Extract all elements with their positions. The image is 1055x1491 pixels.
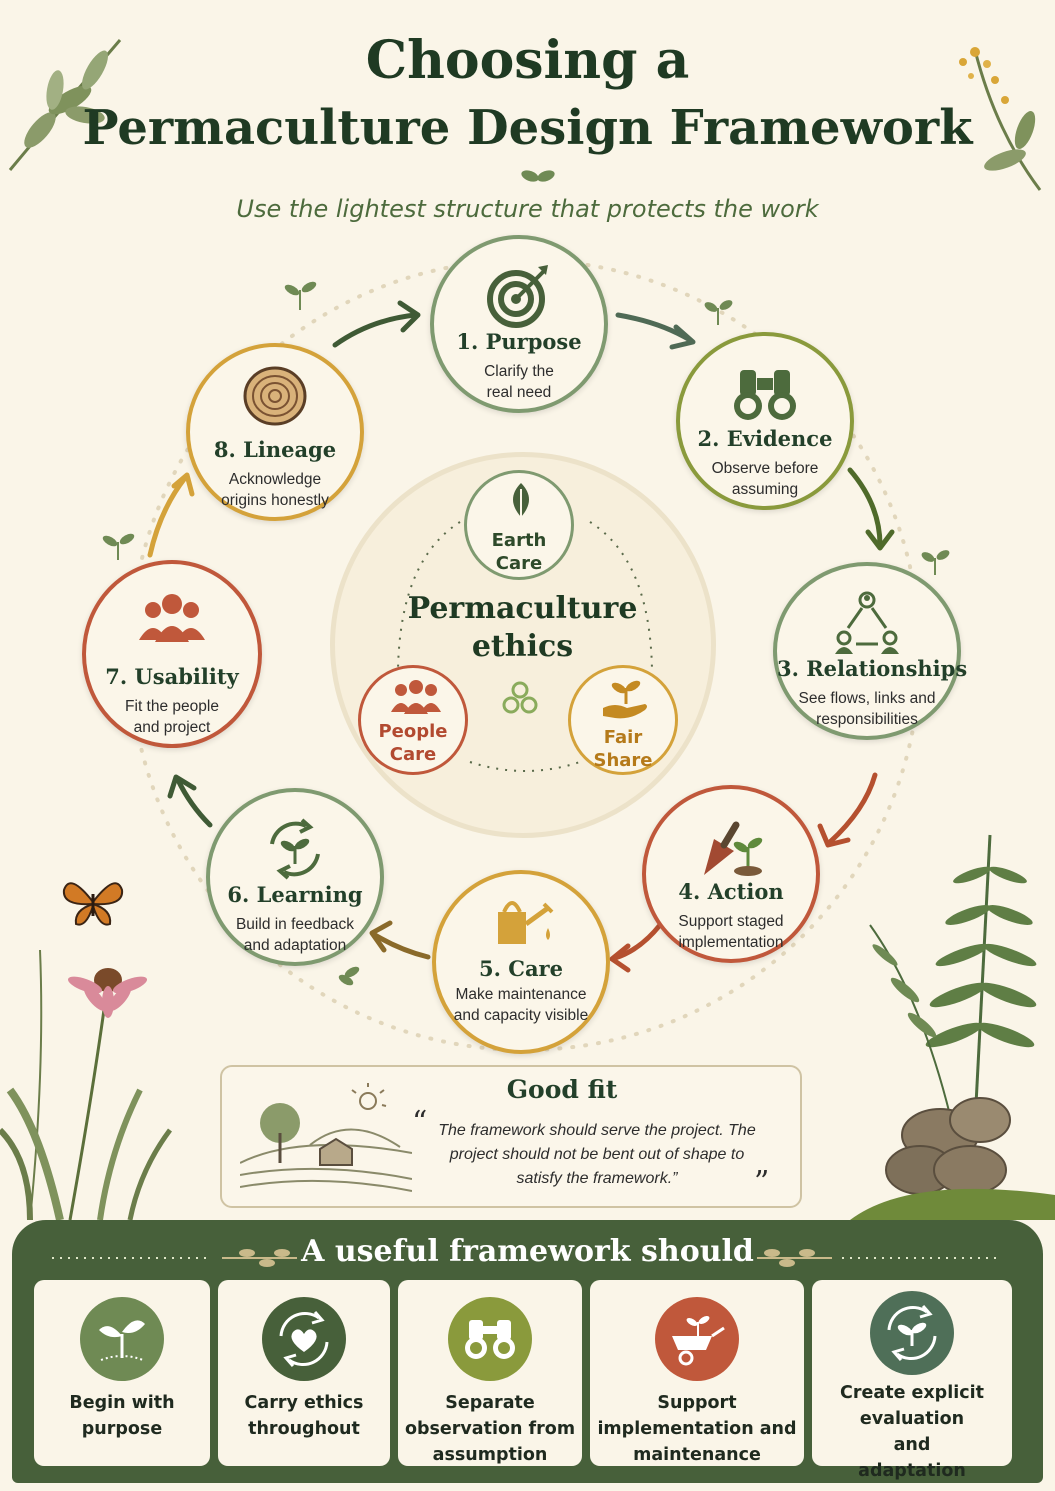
stage-evidence-desc: Observe before assuming <box>711 460 819 498</box>
title-line-2: Permaculture Design Framework <box>82 100 973 156</box>
close-quote-icon: ” <box>754 1165 770 1200</box>
people-icon <box>391 680 441 714</box>
ethic-people-line2: Care <box>389 744 437 765</box>
stage-lineage: 8. Lineage Acknowledge origins honestly <box>186 343 364 521</box>
cycle-sprout-icon <box>870 1291 954 1375</box>
stage-evidence: 2. Evidence Observe before assuming <box>676 332 854 510</box>
card-separate-observation: Separate observation from assumption <box>398 1280 582 1466</box>
ethic-earth-line2: Care <box>495 553 543 574</box>
triskele-icon <box>502 681 538 714</box>
stage-lineage-desc: Acknowledge origins honestly <box>221 471 329 509</box>
tree-rings-icon <box>243 366 307 426</box>
target-icon <box>487 265 548 328</box>
wildflowers-left-icon <box>0 949 173 1220</box>
leaf-branch-top-left-icon <box>8 39 122 171</box>
stage-relationships: 3. Relationships See flows, links and re… <box>773 562 968 740</box>
card-carry-ethics-label: Carry ethics throughout <box>244 1393 364 1439</box>
seedling-icon <box>80 1297 164 1381</box>
good-fit-box: Good fit “ The framework should serve th… <box>220 1065 802 1208</box>
stage-purpose-name: 1. Purpose <box>456 329 582 354</box>
card-create-evaluation-label: Create explicit evaluation and adaptatio… <box>840 1383 984 1481</box>
hand-sprout-icon <box>603 680 647 719</box>
heart-cycle-icon <box>262 1297 346 1381</box>
stage-care-name: 5. Care <box>479 956 563 981</box>
stage-purpose: 1. Purpose Clarify the real need <box>430 235 608 413</box>
leaf-icon <box>513 483 529 521</box>
ethic-people-line1: People <box>378 721 448 742</box>
stage-usability: 7. Usability Fit the people and project <box>82 560 262 748</box>
card-begin-with-purpose: Begin with purpose <box>34 1280 210 1466</box>
card-carry-ethics: Carry ethics throughout <box>218 1280 390 1466</box>
good-fit-title: Good fit <box>506 1075 618 1104</box>
cycle-sprout-icon <box>270 818 320 880</box>
people-icon <box>139 594 205 642</box>
network-icon <box>835 591 899 654</box>
ethics-title: Permaculture ethics <box>407 591 638 664</box>
farm-landscape-icon <box>240 1083 412 1192</box>
wheelbarrow-icon <box>655 1297 739 1381</box>
stage-action-desc: Support staged implementation <box>678 913 784 951</box>
ethic-fair-line1: Fair <box>603 727 643 748</box>
stage-evidence-name: 2. Evidence <box>697 426 833 451</box>
stage-action-name: 4. Action <box>678 879 784 904</box>
trowel-icon <box>704 821 763 876</box>
useful-framework-title: A useful framework should <box>301 1234 754 1269</box>
stage-learning-desc: Build in feedback and adaptation <box>235 916 355 954</box>
binoculars-icon <box>734 370 796 420</box>
stage-relationships-name: 3. Relationships <box>777 656 968 681</box>
ethic-fair-line2: Share <box>593 750 653 771</box>
fern-and-rocks-right-icon <box>850 834 1055 1220</box>
card-support-implementation: Support implementation and maintenance <box>590 1280 804 1466</box>
subtitle: Use the lightest structure that protects… <box>236 195 819 223</box>
stage-usability-desc: Fit the people and project <box>125 698 219 736</box>
stage-lineage-name: 8. Lineage <box>213 437 337 462</box>
binoculars-icon <box>448 1297 532 1381</box>
card-create-evaluation: Create explicit evaluation and adaptatio… <box>812 1280 1012 1481</box>
title-line-1: Choosing a <box>365 30 690 91</box>
dotted-divider-right <box>757 1249 1002 1267</box>
butterfly-icon <box>62 882 124 926</box>
good-fit-quote: The framework should serve the project. … <box>438 1122 756 1187</box>
dotted-divider-left <box>52 1249 297 1267</box>
card-begin-with-purpose-label: Begin with purpose <box>69 1393 175 1439</box>
stage-relationships-desc: See flows, links and responsibilities <box>798 690 936 728</box>
flowering-branch-top-right-icon <box>959 47 1042 191</box>
stage-learning: 6. Learning Build in feedback and adapta… <box>206 788 384 966</box>
sprout-divider-icon <box>521 170 555 182</box>
stage-usability-name: 7. Usability <box>105 664 239 689</box>
ethic-earth-line1: Earth <box>491 530 547 551</box>
useful-framework-panel: A useful framework should Begin with pur… <box>12 1220 1043 1483</box>
stage-purpose-desc: Clarify the real need <box>484 363 554 401</box>
stage-learning-name: 6. Learning <box>227 882 363 907</box>
open-quote-icon: “ <box>412 1105 428 1140</box>
card-separate-observation-label: Separate observation from assumption <box>404 1393 576 1465</box>
stage-care-desc: Make maintenance and capacity visible <box>453 986 589 1024</box>
card-support-implementation-label: Support implementation and maintenance <box>597 1393 797 1465</box>
watering-can-icon <box>498 901 554 944</box>
ethics-dotted-triangle <box>397 521 653 772</box>
stage-care: 5. Care Make maintenance and capacity vi… <box>432 870 610 1054</box>
stage-action: 4. Action Support staged implementation <box>642 785 820 963</box>
